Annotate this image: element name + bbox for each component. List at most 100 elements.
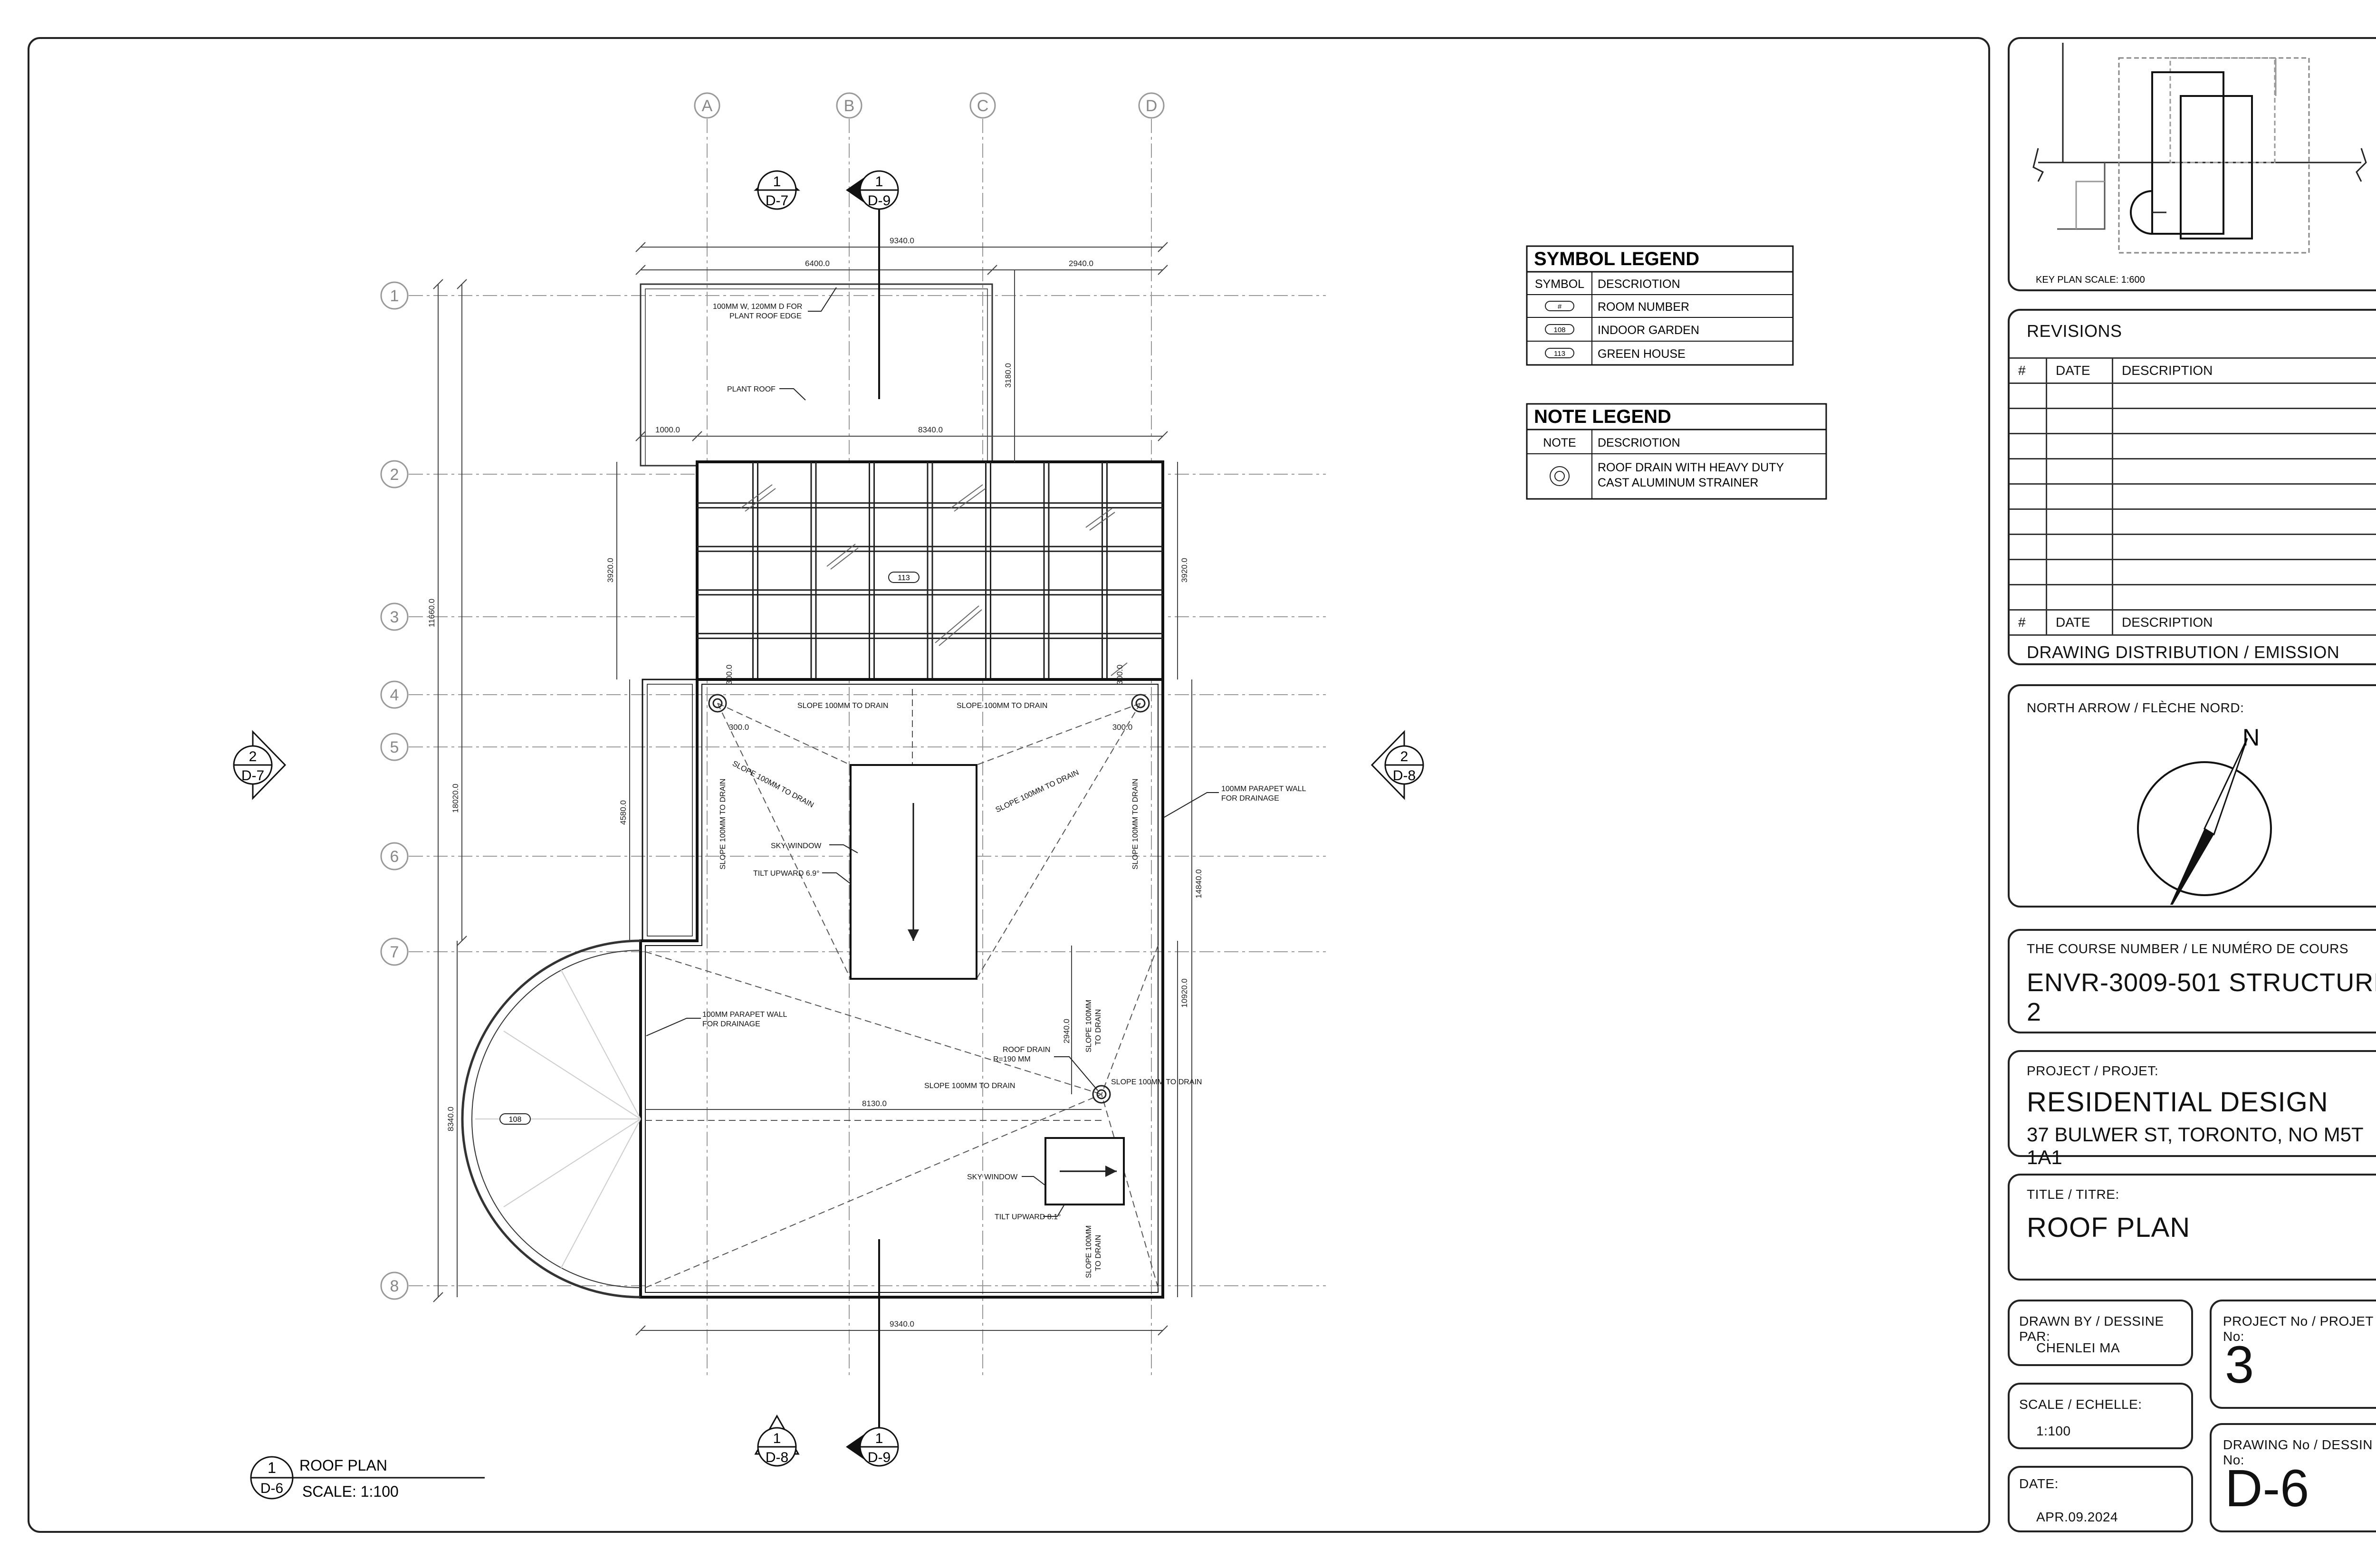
svg-text:6400.0: 6400.0: [805, 259, 830, 268]
svg-text:8340.0: 8340.0: [446, 1107, 455, 1131]
svg-text:108: 108: [1553, 326, 1565, 334]
title-label: TITLE / TITRE:: [2027, 1187, 2119, 1202]
svg-text:DESCRIOTION: DESCRIOTION: [1598, 436, 1680, 449]
dimension-ticks: [433, 242, 1168, 1336]
svg-text:1: 1: [773, 174, 781, 190]
svg-text:FOR DRAINAGE: FOR DRAINAGE: [702, 1020, 760, 1028]
dimension-lines: [438, 247, 1192, 1331]
svg-text:A: A: [702, 97, 713, 115]
svg-text:1: 1: [875, 1431, 883, 1446]
roof-drains: [708, 694, 1150, 1104]
svg-text:1: 1: [268, 1459, 276, 1476]
svg-text:ROOF PLAN: ROOF PLAN: [299, 1457, 387, 1474]
svg-text:100MM PARAPET WALL: 100MM PARAPET WALL: [702, 1011, 787, 1019]
revisions-title: REVISIONS: [2027, 321, 2122, 341]
svg-text:D-8: D-8: [766, 1450, 788, 1465]
svg-text:D-9: D-9: [868, 1450, 891, 1465]
svg-text:300.0: 300.0: [1112, 723, 1133, 732]
scale-panel: SCALE / ECHELLE: 1:100: [2008, 1383, 2193, 1449]
svg-text:GREEN HOUSE: GREEN HOUSE: [1598, 347, 1686, 361]
svg-text:100MM W, 120MM D FOR: 100MM W, 120MM D FOR: [713, 303, 802, 311]
svg-text:D-6: D-6: [260, 1481, 283, 1496]
north-arrow-icon: N: [2137, 724, 2272, 905]
svg-text:R=190 MM: R=190 MM: [993, 1055, 1031, 1063]
svg-text:113: 113: [898, 574, 910, 582]
indoor-garden-108: [461, 939, 641, 1299]
svg-text:8: 8: [390, 1277, 399, 1295]
svg-text:D-9: D-9: [868, 193, 891, 209]
svg-text:SLOPE 100MM: SLOPE 100MM: [1085, 1000, 1093, 1052]
svg-text:1: 1: [875, 174, 883, 190]
svg-text:300.0: 300.0: [729, 723, 749, 732]
project-address: 37 BULWER ST, TORONTO, NO M5T 1A1: [2027, 1123, 2363, 1168]
svg-text:2940.0: 2940.0: [1062, 1019, 1071, 1043]
svg-text:8130.0: 8130.0: [862, 1099, 887, 1108]
key-plan-drawing: KEY PLAN SCALE: 1:600: [2032, 43, 2367, 285]
svg-text:9340.0: 9340.0: [890, 1319, 914, 1329]
svg-text:SLOPE 100MM TO DRAIN: SLOPE 100MM TO DRAIN: [1131, 779, 1140, 870]
svg-text:SKY WINDOW: SKY WINDOW: [771, 842, 822, 850]
svg-text:TO DRAIN: TO DRAIN: [1094, 1009, 1102, 1045]
svg-text:2: 2: [249, 749, 257, 765]
plan-title-marker: 1 D-6 ROOF PLAN SCALE: 1:100: [250, 1456, 485, 1500]
sheet-title: ROOF PLAN: [2027, 1212, 2191, 1243]
svg-text:3920.0: 3920.0: [1180, 558, 1189, 583]
svg-text:NOTE LEGEND: NOTE LEGEND: [1534, 406, 1671, 427]
svg-text:9340.0: 9340.0: [890, 236, 914, 245]
title-panel: TITLE / TITRE: ROOF PLAN: [2008, 1174, 2376, 1281]
project-label: PROJECT / PROJET:: [2027, 1063, 2159, 1078]
svg-text:SYMBOL: SYMBOL: [1535, 277, 1584, 291]
svg-text:3180.0: 3180.0: [1004, 363, 1013, 388]
svg-text:SLOPE 100MM TO DRAIN: SLOPE 100MM TO DRAIN: [719, 779, 727, 870]
north-arrow-panel: NORTH ARROW / FLÈCHE NORD: N: [2008, 684, 2376, 908]
svg-text:5: 5: [390, 738, 399, 756]
scale-label: SCALE / ECHELLE:: [2019, 1397, 2142, 1412]
svg-text:SLOPE 100MM TO DRAIN: SLOPE 100MM TO DRAIN: [957, 702, 1047, 710]
svg-text:4: 4: [390, 686, 399, 704]
drawing-number-value: D-6: [2225, 1459, 2309, 1518]
drawn-by-value: CHENLEI MA: [2036, 1340, 2120, 1355]
svg-text:B: B: [844, 97, 855, 115]
svg-text:8340.0: 8340.0: [918, 425, 943, 434]
distribution-label: DRAWING DISTRIBUTION / EMISSION: [2010, 634, 2376, 662]
key-plan-panel: KEY PLAN SCALE: 1:600: [2008, 37, 2376, 291]
sky-window-lower: [1044, 1137, 1125, 1205]
svg-text:SKY WINDOW: SKY WINDOW: [967, 1173, 1018, 1181]
note-legend: NOTE LEGEND NOTE DESCRIOTION ROOF DRAIN …: [1526, 403, 1827, 500]
svg-text:ROOF DRAIN: ROOF DRAIN: [1003, 1046, 1050, 1054]
section-marker-left: 2 D-7: [233, 730, 287, 800]
svg-text:#: #: [1558, 303, 1562, 311]
grid-labels: A B C D 1 2 3 4 5 6 7 8: [390, 97, 1158, 1295]
svg-text:300.0: 300.0: [725, 665, 734, 685]
section-marker-right: 2 D-8: [1370, 730, 1424, 800]
svg-text:KEY PLAN SCALE: 1:600: KEY PLAN SCALE: 1:600: [2036, 275, 2145, 285]
svg-text:1: 1: [773, 1431, 781, 1446]
svg-text:1: 1: [390, 287, 399, 305]
section-marker-bottom-left: 1 D-8: [754, 1414, 800, 1467]
project-number-label: PROJECT No / PROJET No:: [2223, 1314, 2374, 1344]
svg-text:100MM PARAPET WALL: 100MM PARAPET WALL: [1221, 785, 1306, 793]
svg-text:ROOF DRAIN WITH HEAVY DUTY: ROOF DRAIN WITH HEAVY DUTY: [1598, 461, 1784, 474]
greenhouse-113: 113: [696, 460, 1164, 681]
svg-text:FOR DRAINAGE: FOR DRAINAGE: [1221, 794, 1279, 803]
drawing-number-panel: DRAWING No / DESSIN No: D-6: [2210, 1423, 2376, 1532]
course-label: THE COURSE NUMBER / LE NUMÉRO DE COURS: [2027, 941, 2349, 956]
leader-lines: [646, 287, 1219, 1217]
grid-lines: [409, 119, 1326, 1378]
svg-text:14840.0: 14840.0: [1194, 869, 1203, 898]
svg-text:108: 108: [509, 1116, 522, 1124]
svg-text:PLANT ROOF EDGE: PLANT ROOF EDGE: [729, 312, 802, 320]
svg-text:11660.0: 11660.0: [427, 599, 436, 627]
svg-text:2: 2: [1400, 749, 1408, 765]
drawn-by-label: DRAWN BY / DESSINE PAR:: [2019, 1314, 2164, 1344]
svg-text:D-7: D-7: [241, 768, 264, 784]
svg-text:SLOPE 100MM TO DRAIN: SLOPE 100MM TO DRAIN: [924, 1082, 1015, 1090]
date-value: APR.09.2024: [2036, 1510, 2118, 1524]
svg-text:C: C: [977, 97, 989, 115]
scale-value: 1:100: [2036, 1424, 2071, 1438]
svg-text:NOTE: NOTE: [1543, 436, 1576, 449]
section-marker-top-right: 1 D-9: [846, 170, 899, 210]
svg-text:TILT UPWARD 8.1°: TILT UPWARD 8.1°: [995, 1213, 1061, 1221]
